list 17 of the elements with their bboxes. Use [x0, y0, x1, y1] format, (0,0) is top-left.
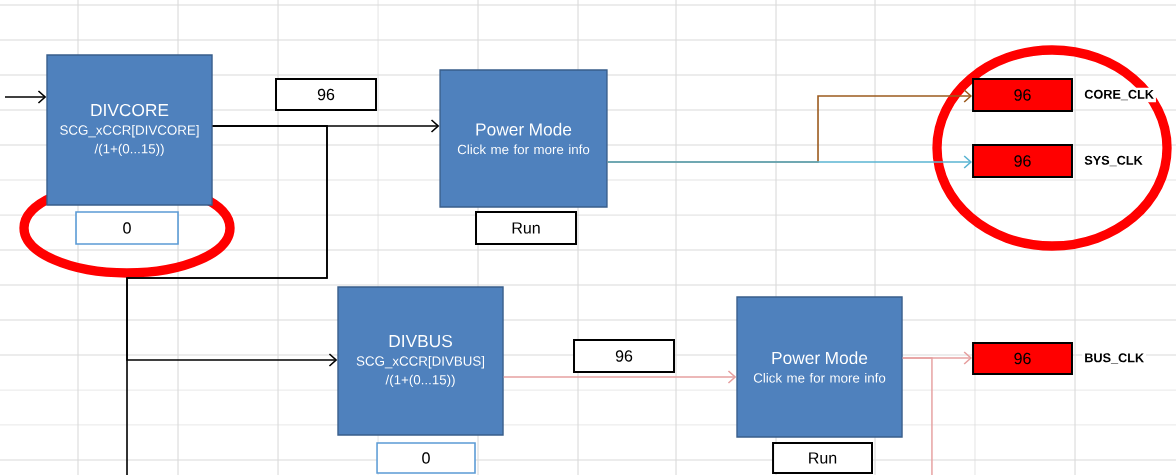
value-box: Run	[475, 211, 577, 245]
arrow	[4, 90, 47, 104]
process-box: DIVCORE SCG_xCCR[DIVCORE] /(1+(0...15))	[46, 54, 213, 206]
value-box: 96	[275, 78, 377, 111]
value-box: 96	[573, 339, 675, 373]
process-box: Power Mode Click me for more info	[439, 69, 608, 208]
process-box: Power Mode Click me for more info	[736, 296, 903, 438]
arrow	[502, 370, 737, 384]
process-box: DIVBUS SCG_xCCR[DIVBUS] /(1+(0...15))	[337, 286, 504, 436]
output-value-box: 96	[972, 144, 1073, 178]
input-field: 0	[75, 211, 179, 245]
output-value-box: 96	[972, 78, 1073, 112]
signal-label: BUS_CLK	[1082, 351, 1147, 366]
arrow	[606, 155, 973, 169]
output-value-box: 96	[972, 342, 1073, 375]
input-field: 0	[376, 442, 476, 474]
value-box: Run	[772, 442, 873, 474]
